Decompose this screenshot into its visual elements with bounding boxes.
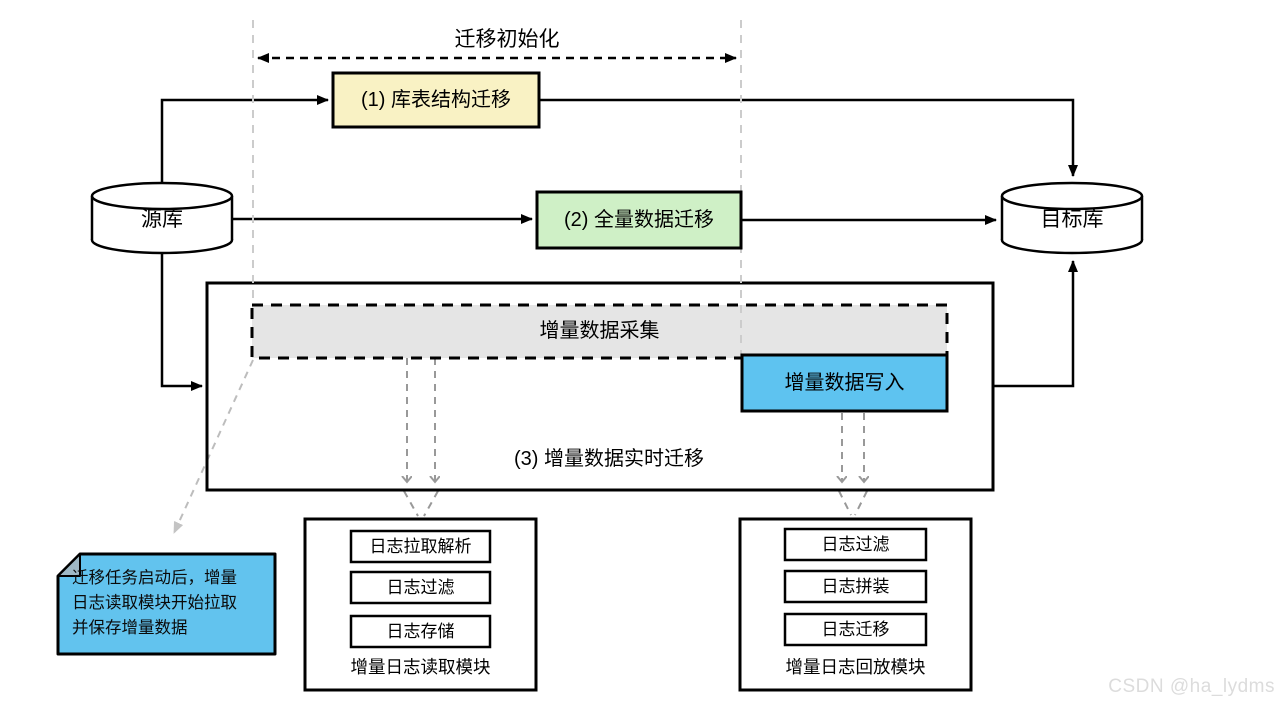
reader-step-1-label: 日志拉取解析 [369, 536, 472, 556]
replay-module-box [738, 517, 973, 692]
replay-module-caption: 增量日志回放模块 [785, 657, 926, 678]
note-text: 迁移任务启动后，增量 日志读取模块开始拉取 并保存增量数据 [72, 566, 272, 640]
reader-step-1-box [349, 529, 492, 564]
replay-step-1-box [783, 527, 928, 562]
note-fold-corner [57, 553, 81, 577]
phase3-container-box [205, 281, 995, 492]
note-line: 并保存增量数据 [72, 618, 188, 637]
reader-module-caption: 增量日志读取模块 [350, 657, 491, 678]
replay-step-3-label: 日志迁移 [821, 619, 890, 639]
replay-step-2-box [783, 569, 928, 604]
reader-step-2-label: 日志过滤 [386, 577, 455, 597]
funnel-to-replay-module [839, 413, 867, 516]
capture-box-label: 增量数据采集 [539, 320, 660, 342]
note-pointer-dashed-arrow [173, 359, 254, 534]
phase3-label: (3) 增量数据实时迁移 [514, 447, 704, 470]
note-line: 日志读取模块开始拉取 [72, 593, 237, 612]
phase1-box [331, 71, 541, 129]
funnel-to-reader-module [404, 358, 438, 517]
reader-step-3-label: 日志存储 [386, 621, 455, 641]
source-db-cylinder [90, 181, 234, 255]
phase2-label: (2) 全量数据迁移 [564, 208, 714, 231]
target-db-cylinder [1000, 181, 1144, 255]
source-db-label: 源库 [141, 207, 183, 231]
phase1-label: (1) 库表结构迁移 [361, 88, 511, 111]
init-span-title: 迁移初始化 [454, 27, 560, 51]
connector-source-to-phase3 [160, 251, 203, 391]
connector-source-to-phase1 [160, 95, 329, 186]
reader-step-3-box [349, 614, 492, 649]
note-line: 迁移任务启动后，增量 [72, 569, 237, 587]
phase2-box [535, 190, 743, 250]
write-box [740, 353, 949, 413]
replay-step-1-label: 日志过滤 [821, 534, 890, 554]
note-shape [56, 552, 277, 656]
replay-step-2-label: 日志拼装 [821, 576, 890, 596]
capture-box [250, 303, 949, 360]
connector-phase3-to-target [993, 260, 1078, 388]
reader-step-2-box [349, 570, 492, 605]
watermark-text: CSDN @ha_lydms [1108, 676, 1275, 697]
target-db-label: 目标库 [1040, 207, 1104, 231]
write-box-label: 增量数据写入 [784, 371, 905, 394]
reader-module-box [303, 517, 538, 692]
connector-phase1-to-target [540, 98, 1078, 177]
replay-step-3-box [783, 612, 928, 647]
